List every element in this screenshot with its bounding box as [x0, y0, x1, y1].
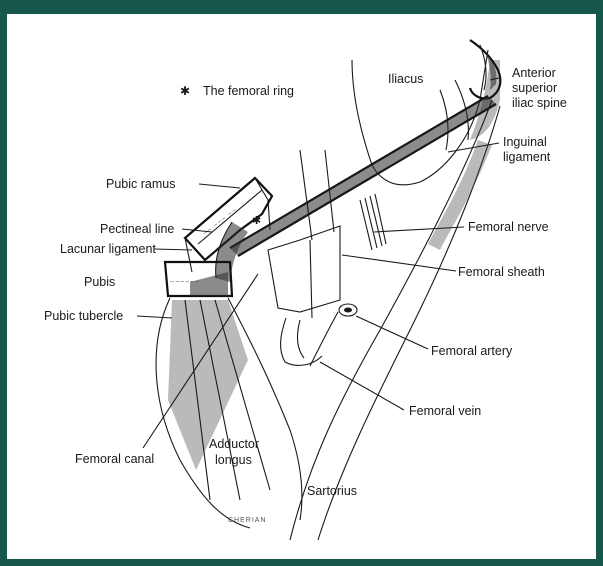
label-femoral-artery: Femoral artery: [431, 344, 513, 358]
label-pectineal-line: Pectineal line: [100, 222, 174, 236]
label-adductor-line1: Adductor: [209, 437, 259, 451]
label-pubic-tubercle: Pubic tubercle: [44, 309, 123, 323]
femoral-vein: [281, 318, 322, 365]
svg-text:✱: ✱: [252, 214, 261, 227]
svg-text:~~~~~~: ~~~~~~: [170, 279, 201, 286]
sartorius-muscle: [290, 100, 500, 540]
label-asis-line2: superior: [512, 81, 557, 95]
inguinal-ligament-band: [230, 96, 496, 256]
label-lacunar-ligament: Lacunar ligament: [60, 242, 156, 256]
femoral-sheath: [268, 150, 340, 318]
artist-signature: CHERIAN: [228, 517, 267, 524]
label-asis-line1: Anterior: [512, 66, 556, 80]
label-inguinal-line2: ligament: [503, 150, 551, 164]
femoral-artery: [310, 304, 357, 366]
label-inguinal-line1: Inguinal: [503, 135, 547, 149]
label-femoral-vein: Femoral vein: [409, 404, 481, 418]
diagram-labels: ✱ The femoral ring Iliacus Anterior supe…: [44, 66, 567, 524]
label-asis-line3: iliac spine: [512, 96, 567, 110]
femoral-ring-key-marker: ✱: [180, 84, 190, 98]
adductor-longus-muscle: [156, 298, 302, 528]
label-pubis: Pubis: [84, 275, 115, 289]
label-pubic-ramus: Pubic ramus: [106, 177, 175, 191]
femoral-nerve: [360, 194, 386, 250]
label-femoral-ring: The femoral ring: [203, 84, 294, 98]
label-iliacus: Iliacus: [388, 72, 423, 86]
label-adductor-line2: longus: [215, 453, 252, 467]
label-sartorius: Sartorius: [307, 484, 357, 498]
label-femoral-nerve: Femoral nerve: [468, 220, 549, 234]
femoral-ring-marker: ✱: [252, 214, 261, 227]
label-femoral-canal: Femoral canal: [75, 452, 154, 466]
label-femoral-sheath: Femoral sheath: [458, 265, 545, 279]
